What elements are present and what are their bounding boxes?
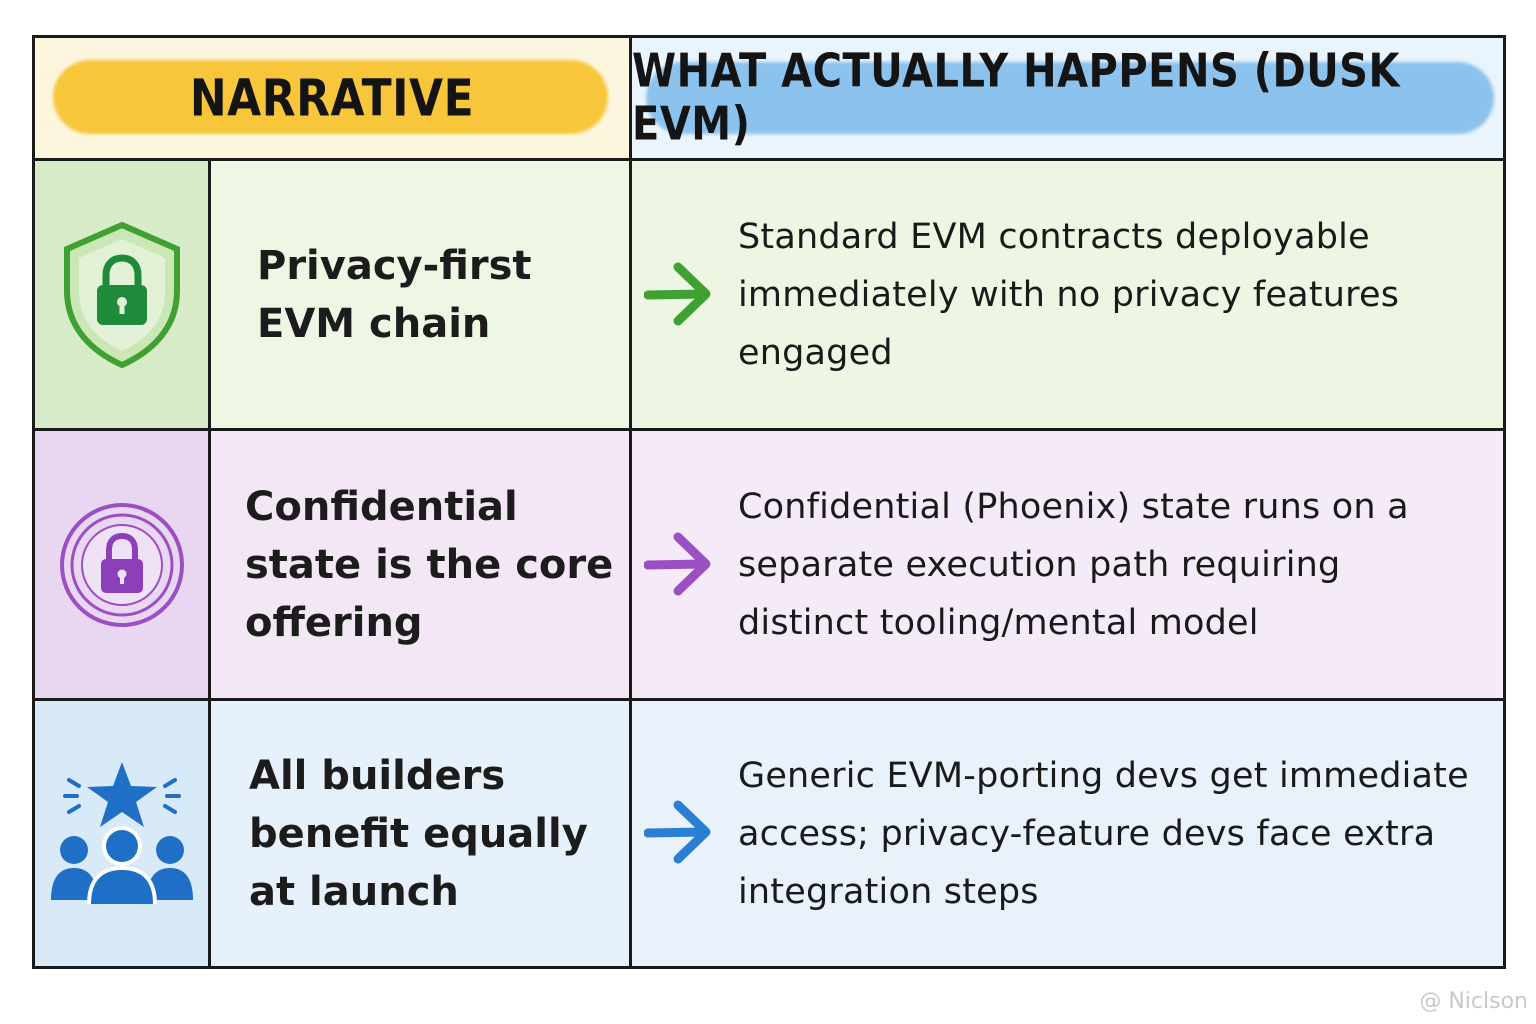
comparison-table: NARRATIVE WHAT ACTUALLY HAPPENS (DUSK EV… bbox=[32, 35, 1506, 969]
highlight-stroke bbox=[646, 62, 1494, 134]
table-row: Confidential state is the core offering … bbox=[35, 431, 1503, 698]
narrative-text: Privacy-first EVM chain bbox=[257, 242, 532, 347]
narrative-text: All builders benefit equally at launch bbox=[249, 752, 588, 915]
arrow-right-icon bbox=[644, 262, 711, 326]
watermark: @ Niclson bbox=[1419, 989, 1528, 1014]
row-icon-cell bbox=[35, 161, 208, 428]
row-icon-cell bbox=[35, 431, 208, 698]
narrative-cell: Privacy-first EVM chain bbox=[211, 161, 629, 428]
table-row: All builders benefit equally at launch G… bbox=[35, 701, 1503, 966]
reality-text: Generic EVM-porting devs get immediate a… bbox=[738, 755, 1469, 912]
arrow-right-icon bbox=[644, 532, 711, 596]
reality-cell: Confidential (Phoenix) state runs on a s… bbox=[632, 431, 1503, 698]
reality-cell: Standard EVM contracts deployable immedi… bbox=[632, 161, 1503, 428]
header-narrative-label: NARRATIVE bbox=[189, 68, 475, 128]
reality-text: Confidential (Phoenix) state runs on a s… bbox=[738, 486, 1409, 643]
header-narrative: NARRATIVE bbox=[35, 38, 629, 158]
arrow-right-icon bbox=[644, 800, 711, 864]
target-lock-icon bbox=[59, 502, 184, 627]
reality-cell: Generic EVM-porting devs get immediate a… bbox=[632, 701, 1503, 966]
row-icon-cell bbox=[35, 701, 208, 966]
narrative-cell: Confidential state is the core offering bbox=[211, 431, 629, 698]
header-what-happens-label: WHAT ACTUALLY HAPPENS (DUSK EVM) bbox=[632, 45, 1400, 151]
header-what-happens: WHAT ACTUALLY HAPPENS (DUSK EVM) bbox=[632, 38, 1503, 158]
shield-lock-icon bbox=[63, 221, 180, 368]
highlight-stroke bbox=[53, 60, 608, 134]
table-row: Privacy-first EVM chain Standard EVM con… bbox=[35, 161, 1503, 428]
narrative-cell: All builders benefit equally at launch bbox=[211, 701, 629, 966]
narrative-text: Confidential state is the core offering bbox=[245, 483, 614, 646]
builders-star-icon bbox=[50, 761, 193, 904]
reality-text: Standard EVM contracts deployable immedi… bbox=[738, 216, 1400, 373]
